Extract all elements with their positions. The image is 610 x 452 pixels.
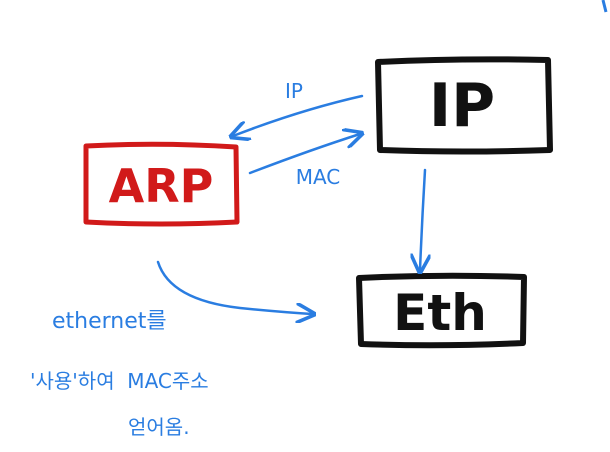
arrow-ip-to-eth [420,168,425,270]
arp-label: ARP [109,159,214,213]
corner-mark [601,0,608,13]
ip-node: IP [375,56,553,155]
arp-node: ARP [83,141,240,227]
note-line-2: '사용'하여 MAC주소 [30,369,209,393]
arrow-ip-to-arp [233,94,364,136]
edge-label-ip: IP [285,79,303,103]
ip-label: IP [429,71,495,141]
edge-label-mac: MAC [296,165,341,189]
arp-box [83,141,240,227]
eth-box [356,272,527,349]
note-line-3: 얻어옴. [128,415,190,439]
arrow-arp-to-eth [156,260,312,314]
annotation-note: ethernet를 '사용'하여 MAC주소 얻어옴. [30,309,209,439]
note-line-1: ethernet를 [52,309,167,334]
eth-label: Eth [393,284,487,342]
eth-node: Eth [356,272,527,349]
arrow-arp-to-ip [248,134,360,175]
ip-box [375,56,553,155]
